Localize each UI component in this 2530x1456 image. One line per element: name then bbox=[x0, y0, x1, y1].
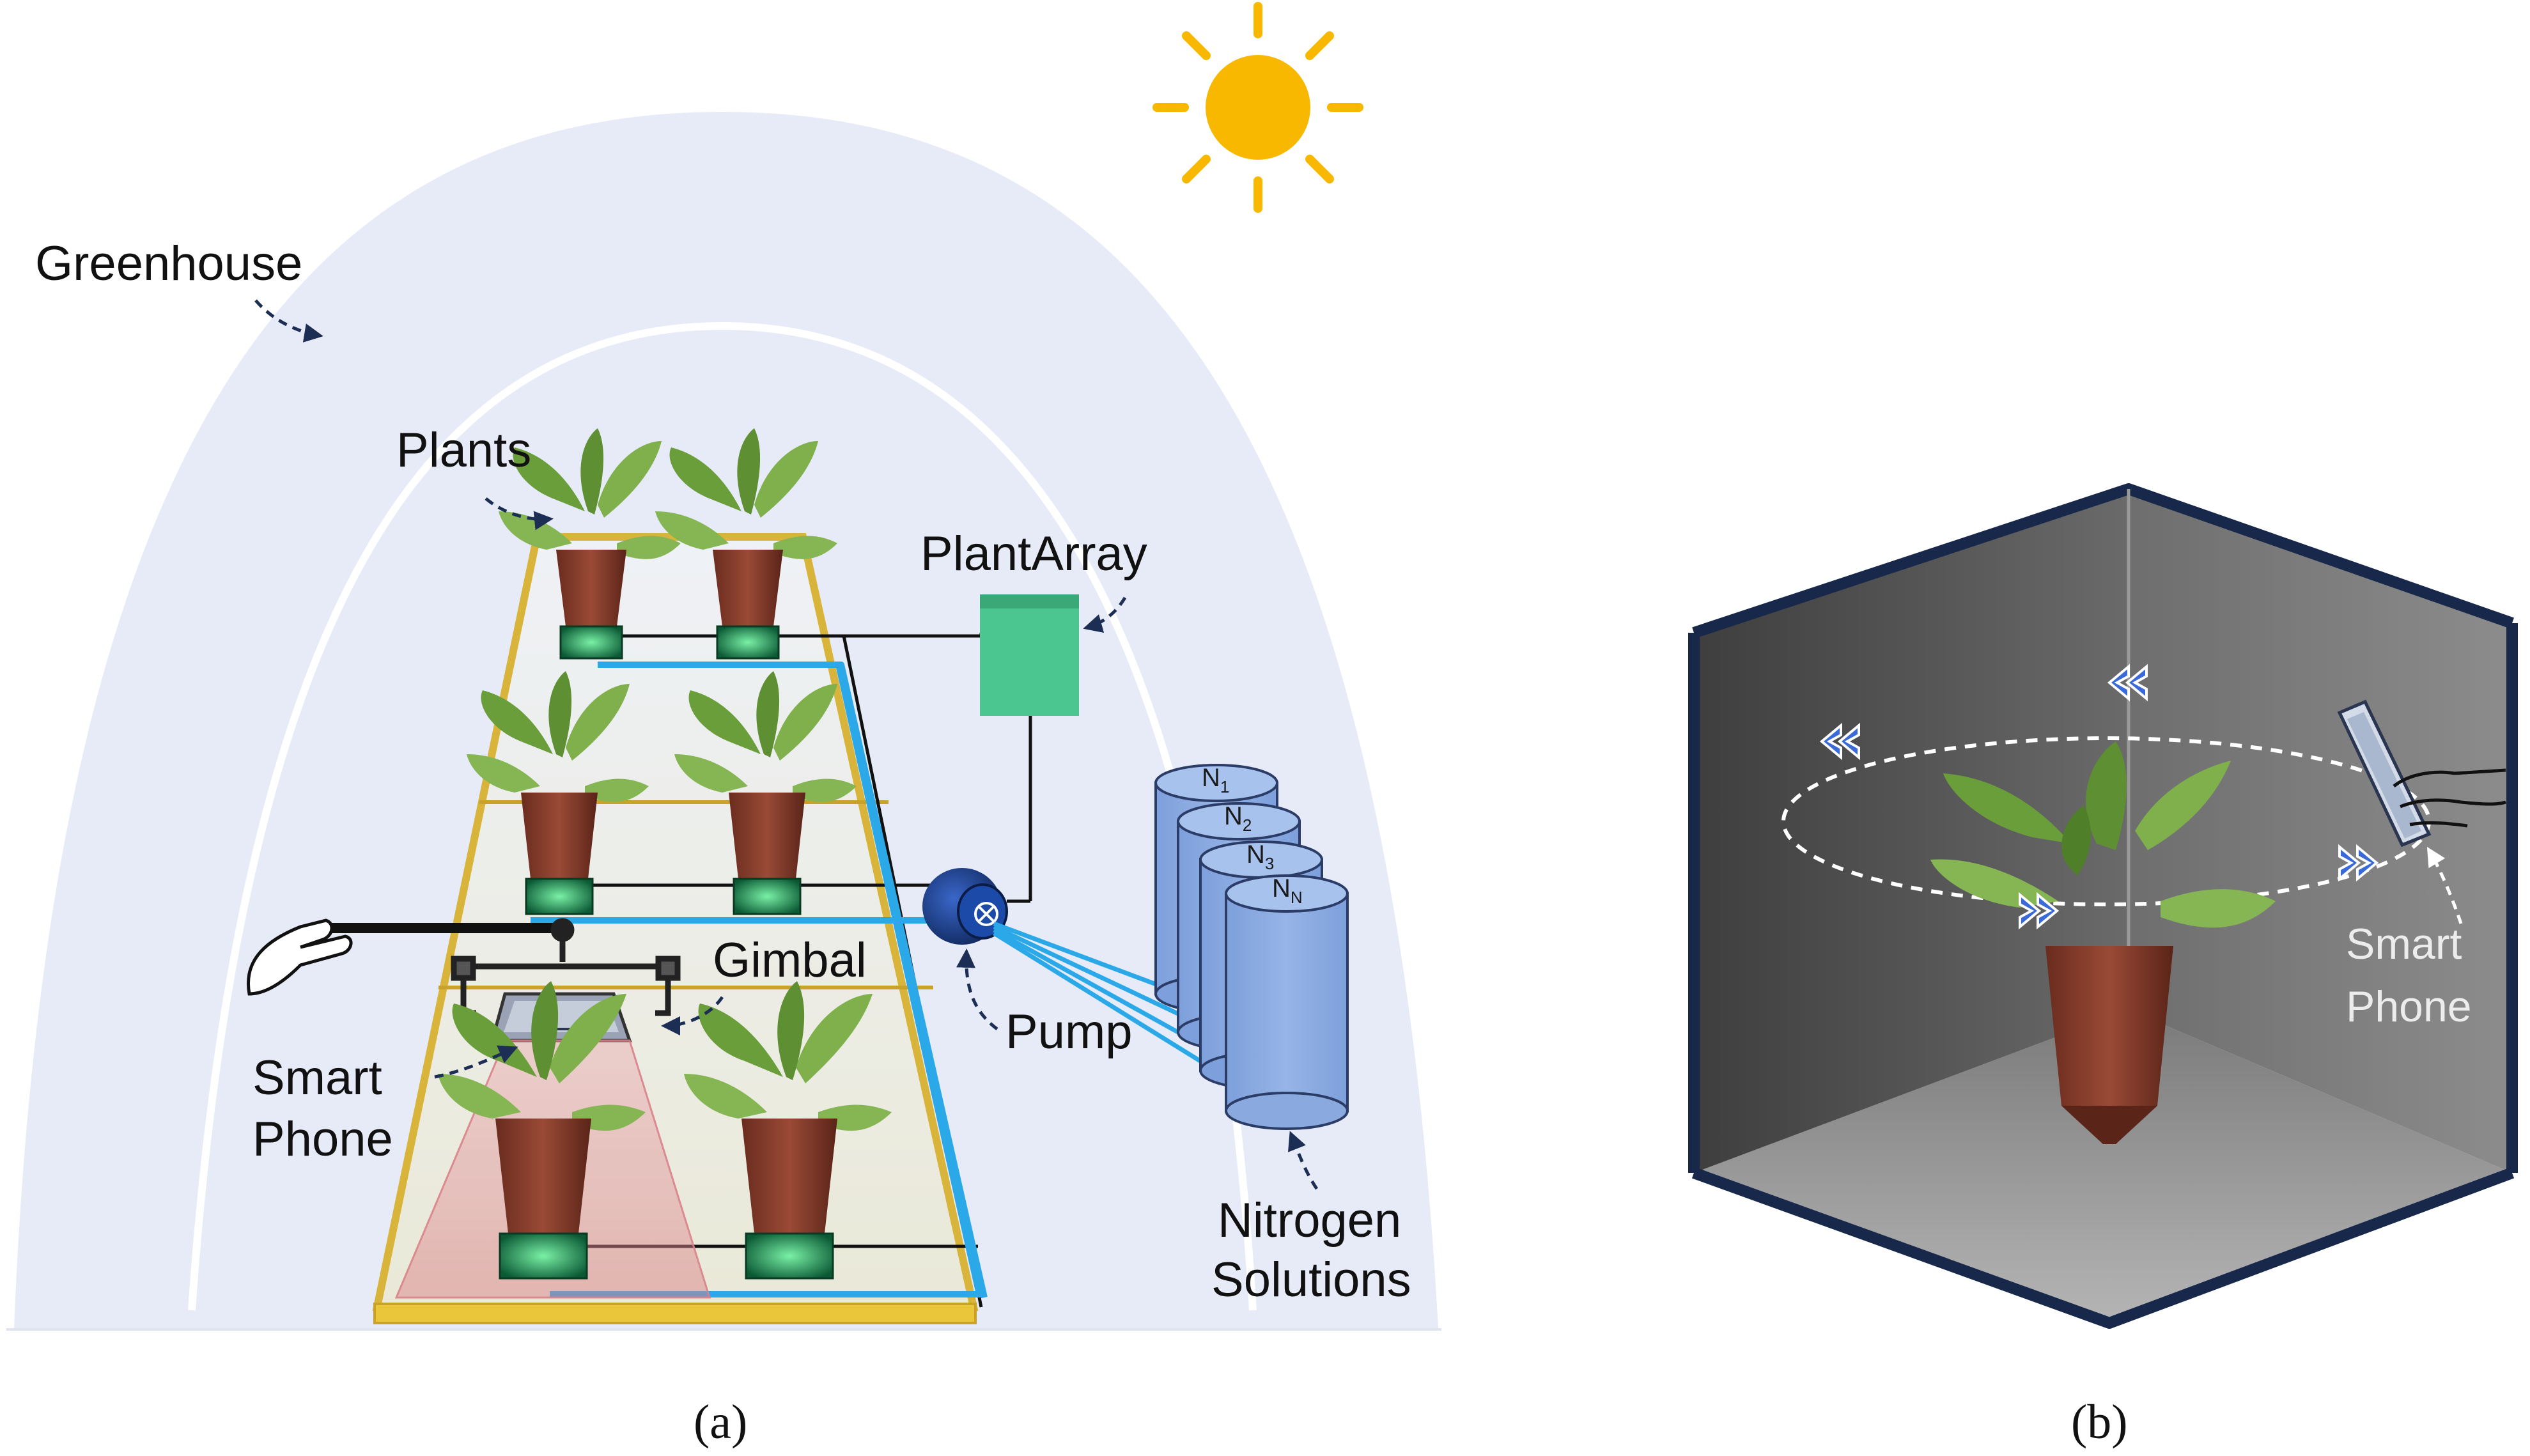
plants-group bbox=[438, 428, 892, 1280]
tank-n2-label: N2 bbox=[1224, 802, 1252, 835]
chamber-right-wall bbox=[2129, 489, 2512, 1173]
plant-pot bbox=[499, 428, 681, 660]
plant-pot bbox=[674, 671, 857, 915]
plant-pot bbox=[655, 428, 837, 660]
smart-phone-a-label-line2: Phone bbox=[252, 1112, 393, 1166]
smart-phone-b-label-line1: Smart bbox=[2346, 920, 2462, 968]
plant-pot bbox=[684, 981, 892, 1280]
rotation-arrows bbox=[1819, 663, 2379, 930]
chevron-right-icon bbox=[2019, 892, 2060, 930]
plants-label: Plants bbox=[396, 423, 531, 477]
caption-a: (a) bbox=[694, 1395, 747, 1449]
leader-arrows bbox=[254, 299, 1319, 1190]
tank-nn: NN bbox=[1225, 874, 1349, 1130]
nitrogen-tanks: N1 N2 N3 NN bbox=[1154, 764, 1349, 1130]
nitrogen-label-line1: Nitrogen bbox=[1218, 1193, 1401, 1248]
gimbal-label: Gimbal bbox=[713, 933, 867, 987]
water-pipes bbox=[531, 662, 988, 1299]
sun-icon bbox=[1152, 2, 1363, 213]
chevron-left-icon bbox=[1819, 722, 1860, 761]
plantarray-label: PlantArray bbox=[920, 527, 1147, 581]
plantarray-box bbox=[980, 594, 1079, 716]
hand-b-icon bbox=[2393, 768, 2506, 828]
gimbal-icon bbox=[451, 918, 681, 1016]
caption-b: (b) bbox=[2071, 1395, 2128, 1449]
tank-n3-label: N3 bbox=[1246, 840, 1274, 873]
nitrogen-tubes bbox=[993, 921, 1227, 1079]
chevron-right-icon bbox=[2338, 844, 2379, 882]
pump-label: Pump bbox=[1005, 1005, 1133, 1059]
chevron-left-icon bbox=[2107, 663, 2148, 702]
hand-icon bbox=[247, 918, 353, 996]
plant-pot bbox=[467, 671, 649, 915]
tank-n1-label: N1 bbox=[1202, 764, 1229, 796]
smart-phone-b-label-line2: Phone bbox=[2346, 982, 2472, 1031]
smart-phone-a-label-line1: Smart bbox=[252, 1051, 382, 1105]
greenhouse-label: Greenhouse bbox=[35, 236, 302, 291]
tray-front-edge bbox=[373, 1303, 977, 1324]
chamber-plant bbox=[1930, 741, 2276, 1144]
panel-a: N1 N2 N3 NN bbox=[6, 2, 1441, 1449]
panel-b: Smart Phone (b) bbox=[1688, 483, 2518, 1449]
greenhouse-inner-arc bbox=[188, 321, 1257, 1311]
tank-nn-label: NN bbox=[1272, 874, 1303, 907]
chamber-left-wall bbox=[1694, 489, 2129, 1173]
plantarray-box-top bbox=[980, 594, 1079, 608]
nitrogen-label-line2: Solutions bbox=[1211, 1253, 1411, 1307]
